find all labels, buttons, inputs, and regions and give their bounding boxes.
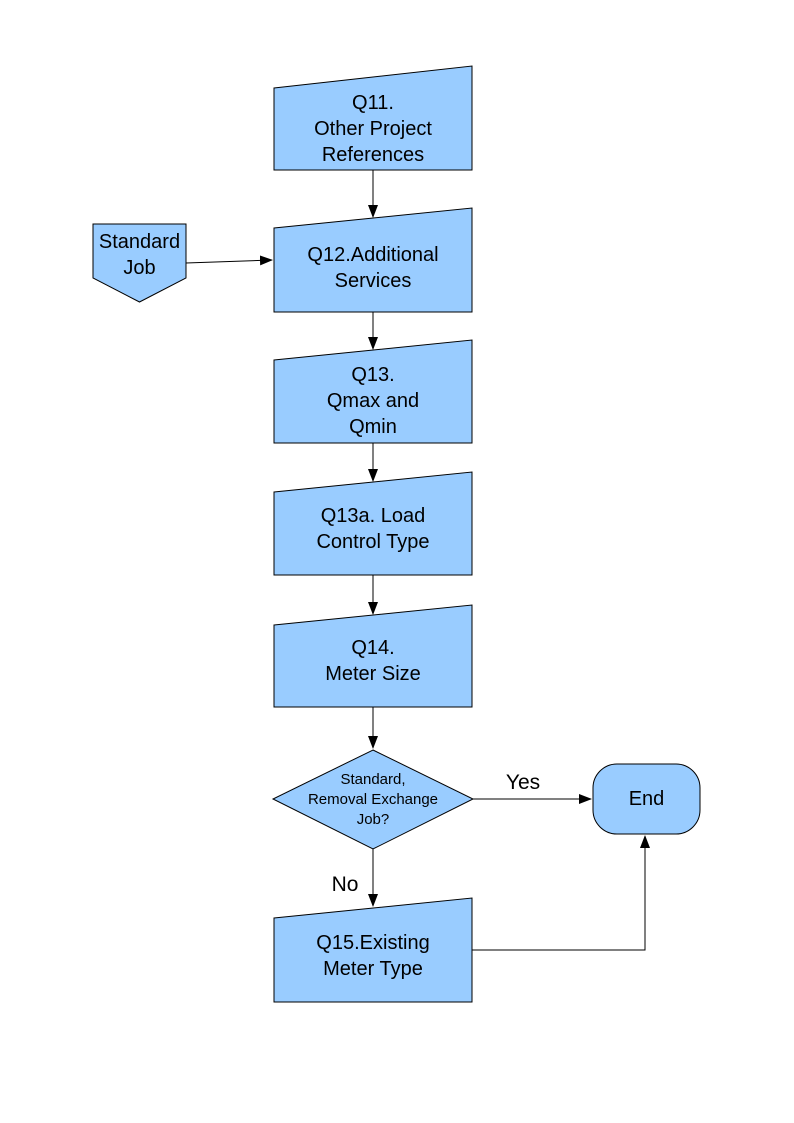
node-q14-shape <box>273 604 473 708</box>
edge-label-no: No <box>331 873 359 896</box>
node-q14-label: Q14. Meter Size <box>325 637 421 685</box>
node-end-shape <box>592 763 701 835</box>
node-q13-shape <box>273 339 473 444</box>
node-decision-shape <box>271 749 475 850</box>
node-q11-label: Q11. Other Project References <box>314 91 432 166</box>
node-q13a-label: Q13a. Load Control Type <box>316 505 430 553</box>
node-q11-shape <box>273 65 473 171</box>
edge-q15-end <box>472 835 650 951</box>
node-q13-label: Q13. Qmax and Qmin <box>326 364 420 438</box>
node-standard-job-label: Standard Job <box>98 231 181 279</box>
node-standard-job-shape <box>92 223 187 303</box>
node-q12-shape <box>273 207 473 313</box>
node-q13a-shape <box>273 471 473 576</box>
node-end-label: End <box>628 788 665 810</box>
node-q12-label: Q12.Additional Services <box>307 244 439 292</box>
node-decision-label: Standard, Removal Exchange Job? <box>307 771 439 828</box>
edge-label-yes: Yes <box>505 771 541 794</box>
node-q15-shape <box>273 897 473 1003</box>
node-q15-label: Q15.Existing Meter Type <box>316 932 430 980</box>
edge-standard-job-q12 <box>185 255 273 266</box>
